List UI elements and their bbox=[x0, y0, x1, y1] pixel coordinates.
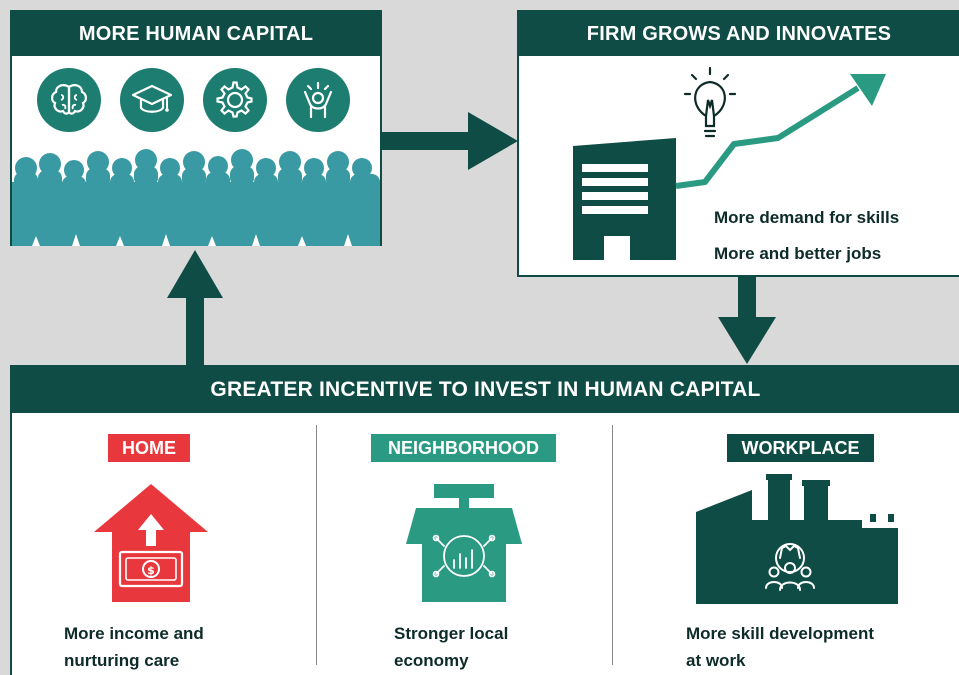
crowd-silhouette bbox=[12, 149, 380, 246]
firm-illustration bbox=[573, 66, 886, 260]
lightbulb-icon bbox=[683, 66, 737, 138]
home-caption: More income and nurturing care bbox=[64, 624, 204, 670]
gear-icon bbox=[203, 68, 267, 132]
tag-workplace: WORKPLACE bbox=[727, 434, 874, 462]
house-with-money-icon: $ bbox=[94, 484, 208, 602]
graduation-cap-icon bbox=[120, 68, 184, 132]
human-capital-title: MORE HUMAN CAPITAL bbox=[12, 12, 380, 56]
firm-line-demand: More demand for skills bbox=[714, 208, 900, 227]
arrow-right bbox=[382, 112, 518, 170]
building-icon bbox=[573, 138, 676, 260]
column-divider bbox=[612, 425, 613, 665]
firm-line-jobs: More and better jobs bbox=[714, 244, 882, 263]
column-divider bbox=[316, 425, 317, 665]
arrow-up bbox=[167, 250, 223, 365]
factory-with-people-icon bbox=[696, 474, 898, 604]
arrow-down bbox=[718, 277, 776, 364]
trend-arrow-icon bbox=[675, 74, 886, 189]
svg-text:$: $ bbox=[147, 564, 155, 577]
tag-home: HOME bbox=[108, 434, 190, 462]
workplace-caption: More skill development at work bbox=[686, 624, 874, 670]
tag-neighborhood: NEIGHBORHOOD bbox=[371, 434, 556, 462]
brain-icon bbox=[37, 68, 101, 132]
firm-title: FIRM GROWS AND INNOVATES bbox=[519, 12, 959, 56]
cheering-person-icon bbox=[286, 68, 350, 132]
incentive-title: GREATER INCENTIVE TO INVEST IN HUMAN CAP… bbox=[12, 367, 959, 413]
shop-with-growth-icon bbox=[406, 484, 522, 602]
neighborhood-caption: Stronger local economy bbox=[394, 624, 509, 670]
